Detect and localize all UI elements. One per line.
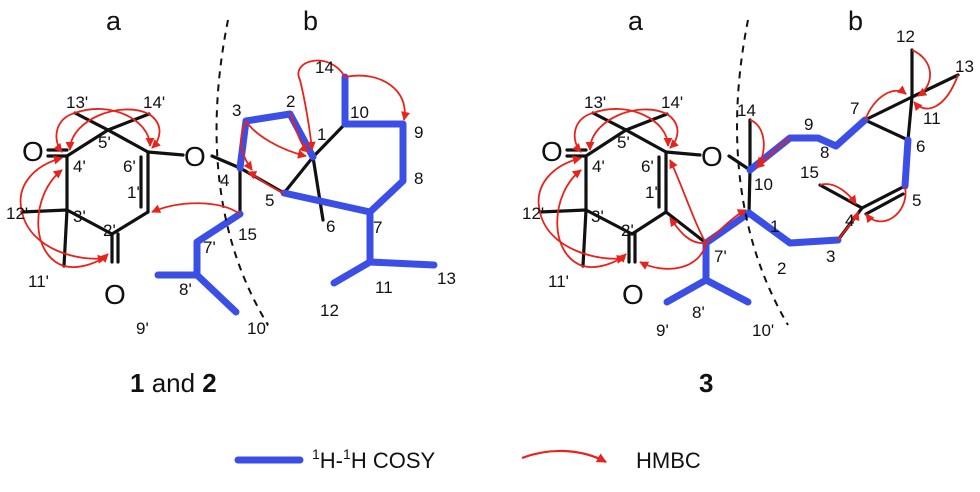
atom-locant: 8' (692, 303, 705, 322)
atom-locant: 14 (737, 101, 756, 120)
atom-locant: 6 (326, 217, 335, 236)
hmbc-arrows (19, 59, 410, 268)
atom-locant: 4' (73, 157, 86, 176)
atom-locant: 7' (714, 247, 727, 266)
atom-locant: 13 (437, 269, 456, 288)
oxygen-ketone-top: O (541, 136, 563, 167)
atom-locant: 10' (247, 319, 269, 338)
oxygen-ketone-top: O (22, 136, 44, 167)
atom-locant: 1' (645, 183, 658, 202)
atom-locant: 6' (123, 157, 136, 176)
atom-locant: 12 (896, 27, 915, 46)
atom-locant: 5' (617, 133, 630, 152)
atom-locant: 13 (955, 57, 974, 76)
atom-locant: 3' (73, 207, 86, 226)
cosy-bonds (154, 73, 438, 316)
fragment-label-b: b (303, 6, 318, 36)
legend-hmbc-label: HMBC (636, 448, 701, 473)
atom-locants: 13' 14' 5' 4' 6' 12' 3' 1' 2' 11' 7' 8' … (522, 27, 974, 340)
atom-locant: 4' (592, 157, 605, 176)
atom-locant: 4 (845, 211, 854, 230)
atom-locant: 12' (6, 204, 28, 223)
atom-locant: 1 (770, 217, 779, 236)
atom-locant: 12 (320, 301, 339, 320)
atom-locant: 5' (98, 133, 111, 152)
hmbc-arrows (537, 49, 959, 270)
atom-locants: 13' 14' 5' 4' 6' 12' 3' 1' 2' 11' 7' 8' … (6, 58, 456, 338)
atom-locant: 2 (286, 92, 295, 111)
oxygen-ether: O (701, 141, 723, 172)
atom-locant: 7' (203, 238, 216, 257)
atom-locant: 1' (127, 183, 140, 202)
atom-locant: 6' (641, 157, 654, 176)
atom-locant: 8' (179, 280, 192, 299)
atom-locant: 9 (414, 123, 423, 142)
atom-locant: 10 (350, 103, 369, 122)
legend-cosy-label: 1H-1H COSY (312, 446, 435, 473)
atom-locant: 13' (66, 93, 88, 112)
atom-locant: 2' (621, 221, 634, 240)
atom-locant: 13' (584, 93, 606, 112)
fragment-label-a: a (628, 6, 644, 36)
atom-locant: 6 (916, 137, 925, 156)
atom-locant: 10 (754, 175, 773, 194)
atom-locant: 8 (820, 143, 829, 162)
atom-locant: 12' (522, 204, 544, 223)
atom-locant: 8 (414, 169, 423, 188)
atom-locant: 11 (923, 109, 941, 128)
atom-locant: 15 (238, 225, 257, 244)
atom-locant: 7 (373, 218, 382, 237)
atom-locant: 2' (103, 221, 116, 240)
atom-locant: 14 (315, 58, 334, 77)
structure-3: a b (522, 6, 974, 398)
atom-locant: 14' (661, 93, 683, 112)
compound-caption-3: 3 (699, 368, 713, 398)
compound-caption-1-and-2: 1 and 2 (130, 368, 217, 398)
atom-locant: 7 (850, 99, 859, 118)
oxygen-ketone-bottom: O (104, 279, 126, 310)
atom-locant: 3 (826, 247, 835, 266)
atom-locant: 9 (804, 115, 813, 134)
atom-locant: 5 (912, 191, 921, 210)
oxygen-ketone-bottom: O (622, 279, 644, 310)
fragment-divider (215, 19, 269, 326)
atom-locant: 4 (220, 171, 229, 190)
atom-locant: 3' (591, 207, 604, 226)
atom-locant: 9' (656, 321, 669, 340)
oxygen-ether: O (184, 141, 206, 172)
structure-1-and-2: a b (6, 6, 456, 398)
atom-locant: 2 (777, 259, 786, 278)
atom-locant: 5 (265, 191, 274, 210)
skeleton-bonds (20, 111, 347, 268)
atom-locant: 15 (800, 163, 819, 182)
atom-locant: 14' (143, 93, 165, 112)
fragment-label-b: b (848, 6, 863, 36)
atom-locant: 11' (28, 272, 49, 291)
atom-locant: 11 (375, 278, 393, 297)
fragment-divider (736, 19, 789, 326)
atom-locant: 10' (752, 321, 774, 340)
legend: 1H-1H COSY HMBC (234, 446, 701, 473)
atom-locant: 3 (232, 101, 241, 120)
atom-locant: 9' (136, 319, 149, 338)
fragment-label-a: a (106, 6, 122, 36)
atom-locant: 1 (317, 125, 326, 144)
atom-locant: 11' (548, 272, 569, 291)
legend-hmbc-arrow (521, 449, 607, 463)
